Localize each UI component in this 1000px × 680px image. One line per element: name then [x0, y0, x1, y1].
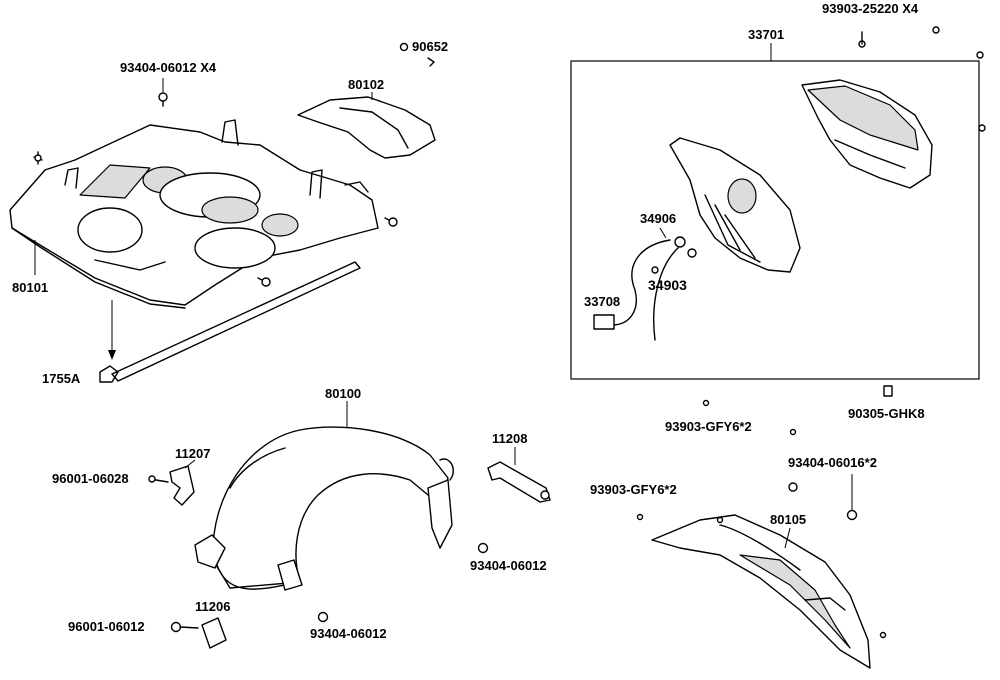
leader-34906 — [659, 227, 667, 239]
screw-icon — [976, 51, 984, 59]
leader-80105 — [784, 527, 791, 549]
label-93404-06012-a: 93404-06012 — [470, 558, 547, 573]
part-lens — [801, 79, 933, 189]
part-80102-cover — [297, 96, 436, 159]
leader-11207 — [184, 459, 196, 469]
screw-icon — [702, 399, 710, 407]
bolt-icon — [384, 217, 398, 227]
screw-icon — [879, 631, 887, 639]
label-1755a: 1755A — [42, 371, 81, 386]
label-11208: 11208 — [492, 431, 527, 446]
label-80102: 80102 — [348, 77, 384, 92]
bolt-icon — [158, 92, 168, 107]
part-80105-cover — [651, 514, 871, 669]
label-96001-06012: 96001-06012 — [68, 619, 145, 634]
bolt-icon — [257, 277, 271, 287]
bulb-icon — [651, 266, 659, 274]
part-11208-bracket — [487, 461, 551, 503]
nut-icon — [317, 611, 329, 623]
label-80100: 80100 — [325, 386, 361, 401]
part-housing — [669, 137, 801, 273]
bolt-icon — [148, 475, 169, 483]
bolt-icon — [33, 151, 43, 165]
screw-icon — [636, 513, 644, 521]
part-33708-harness — [593, 236, 697, 341]
part-80101-tray — [9, 119, 379, 309]
clip-icon — [883, 385, 893, 397]
part-80100-fender — [194, 426, 454, 591]
label-90305-ghk8: 90305-GHK8 — [848, 406, 925, 421]
label-96001-06028: 96001-06028 — [52, 471, 129, 486]
screw-icon — [789, 428, 797, 436]
label-93903-gfy6-2-a: 93903-GFY6*2 — [665, 419, 752, 434]
label-80101: 80101 — [12, 280, 48, 295]
label-90652: 90652 — [412, 39, 448, 54]
label-11206: 11206 — [195, 599, 230, 614]
screw-icon — [932, 26, 940, 34]
part-1755a-strip — [99, 261, 361, 383]
arrow-head-icon — [108, 350, 116, 360]
label-93404-06012-b: 93404-06012 — [310, 626, 387, 641]
part-11206-bracket — [201, 617, 227, 649]
assembly-box-33701 — [570, 60, 980, 380]
label-11207: 11207 — [175, 446, 210, 461]
nut-icon — [477, 542, 489, 554]
label-34903: 34903 — [648, 277, 687, 293]
bolt-icon — [170, 621, 199, 633]
label-93903-25220-x4: 93903-25220 X4 — [822, 1, 919, 16]
part-11207-bracket — [169, 465, 195, 506]
nut-icon — [846, 509, 858, 521]
label-33701: 33701 — [748, 27, 784, 42]
clip-icon — [399, 42, 435, 67]
label-33708: 33708 — [584, 294, 620, 309]
screw-icon — [716, 516, 724, 524]
label-93404-06012-x4: 93404-06012 X4 — [120, 60, 217, 75]
label-34906: 34906 — [640, 211, 676, 226]
label-80105: 80105 — [770, 512, 806, 527]
label-93903-gfy6-2-b: 93903-GFY6*2 — [590, 482, 677, 497]
screw-icon — [978, 124, 986, 132]
screw-icon — [858, 31, 866, 48]
nut-icon — [788, 482, 798, 492]
label-93404-06016-2: 93404-06016*2 — [788, 455, 877, 470]
